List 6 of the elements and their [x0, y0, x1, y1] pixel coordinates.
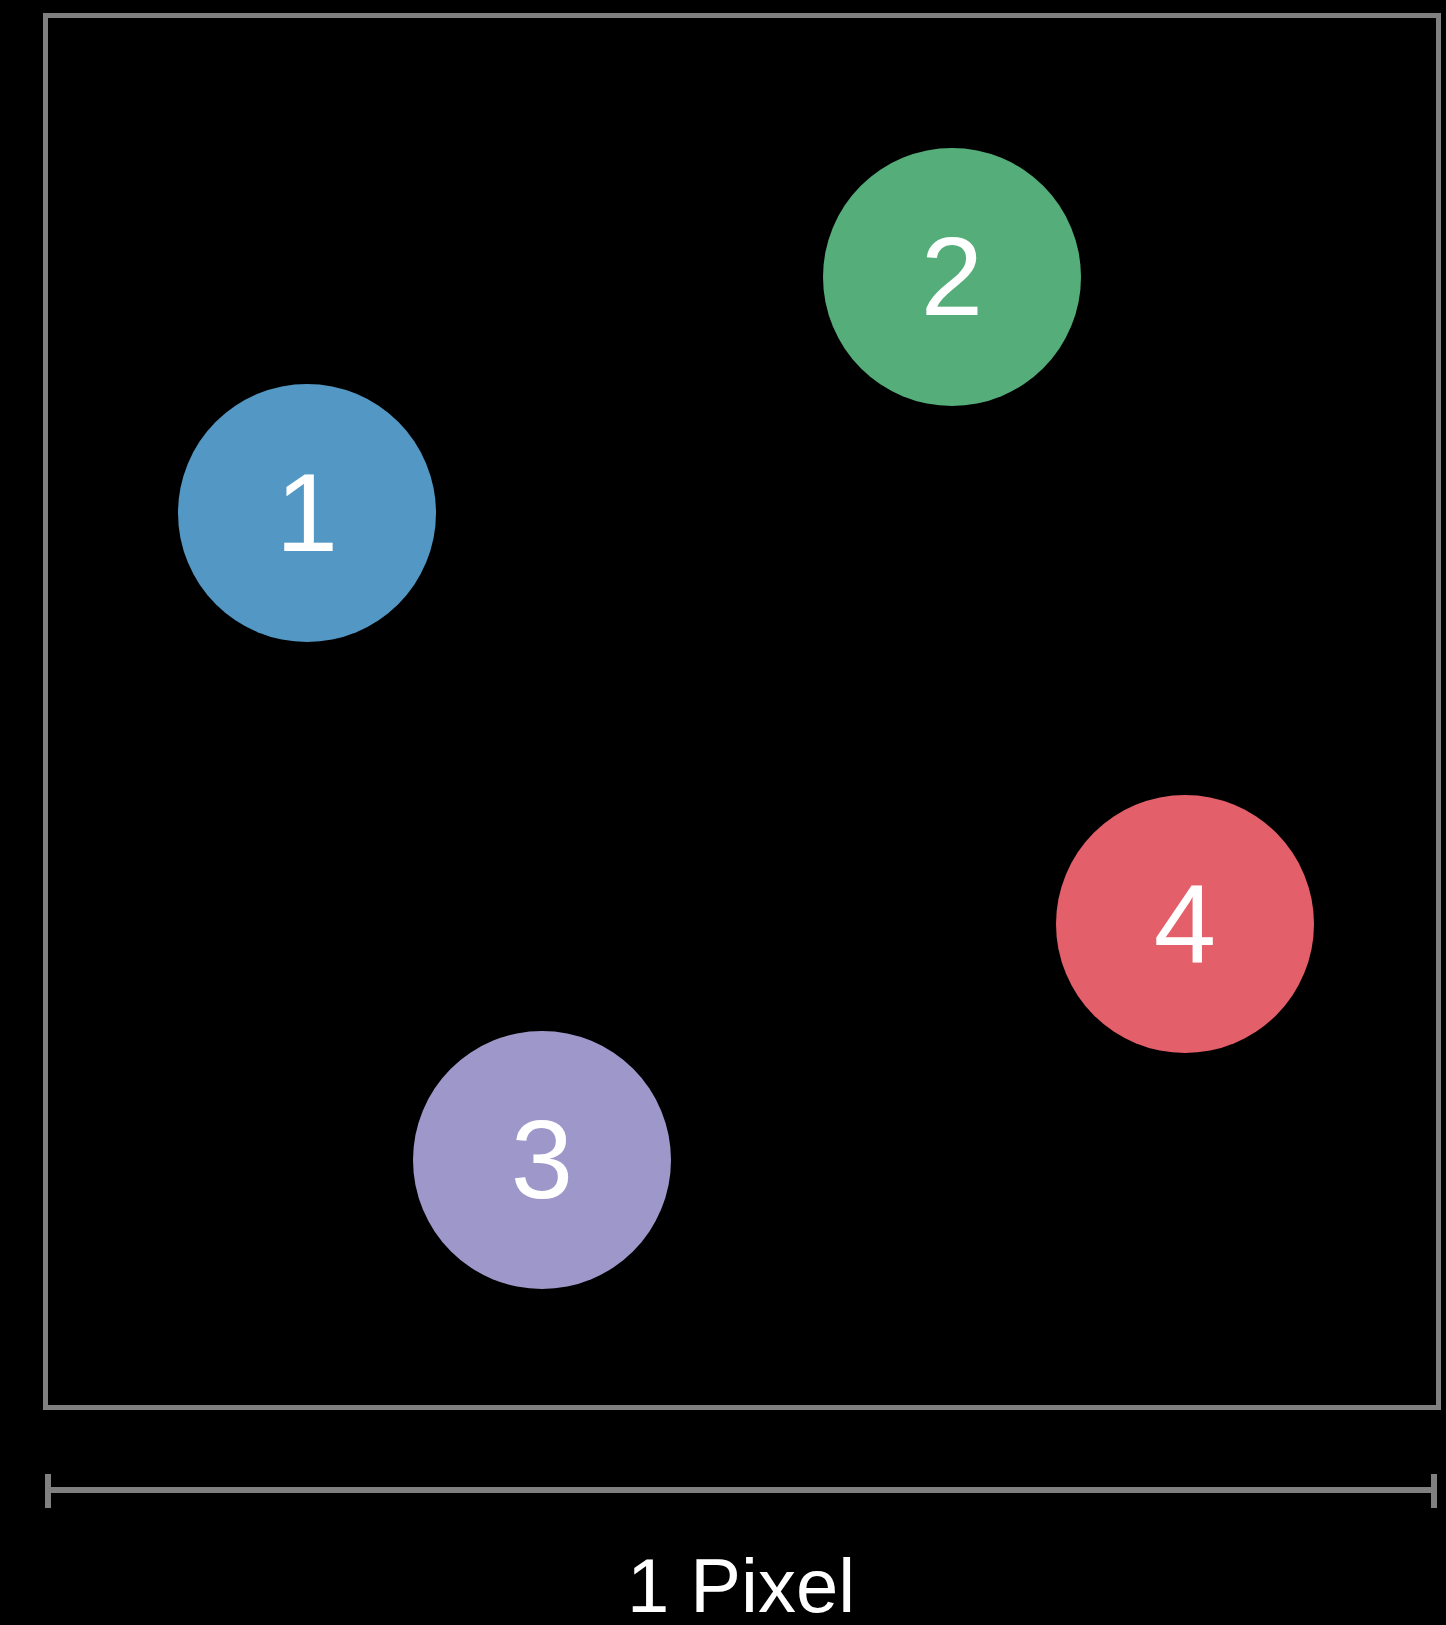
sample-circle: 2	[823, 148, 1081, 406]
dimension-label: 1 Pixel	[625, 1548, 857, 1624]
sample-circle: 3	[413, 1031, 671, 1289]
pixel-square	[43, 13, 1441, 1410]
sample-circle: 4	[1056, 795, 1314, 1053]
sample-circle: 1	[178, 384, 436, 642]
